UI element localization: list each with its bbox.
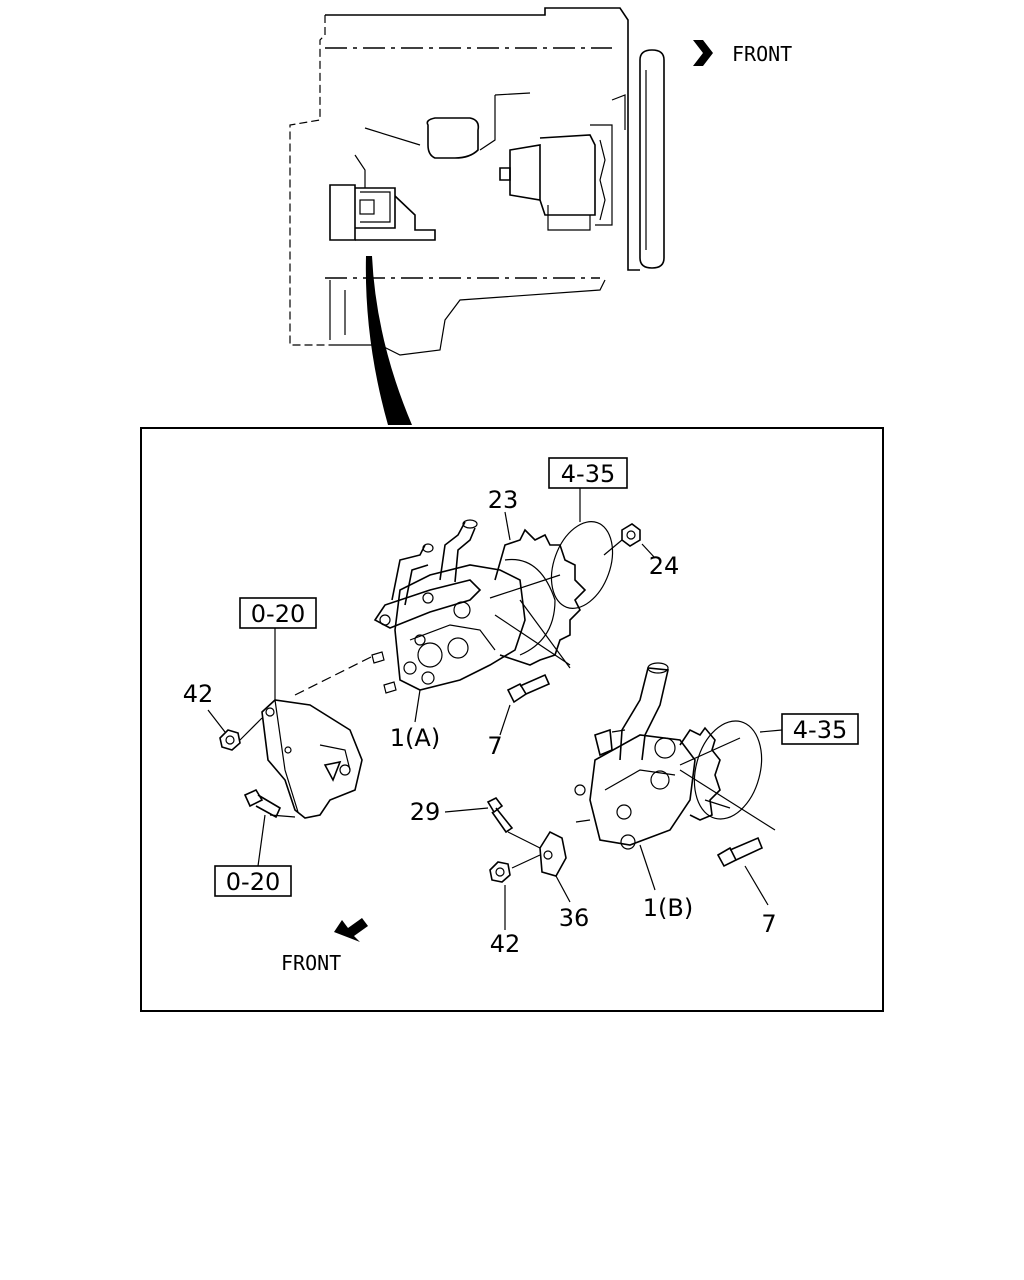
nut-42-left xyxy=(207,709,263,751)
washer-24 xyxy=(603,523,656,559)
front-arrow-top: FRONT xyxy=(693,40,792,66)
bolt-7-top xyxy=(499,673,551,736)
engine-overview xyxy=(289,7,665,356)
svg-text:4-35: 4-35 xyxy=(793,716,847,744)
bolt-29 xyxy=(444,796,541,849)
plate-36 xyxy=(539,830,571,903)
callout-23: 23 xyxy=(488,486,519,514)
callout-7-bottom: 7 xyxy=(761,910,776,938)
callout-1b: 1(B) xyxy=(643,894,693,922)
svg-text:0-20: 0-20 xyxy=(251,600,305,628)
callout-1a: 1(A) xyxy=(390,724,440,752)
bolt-7-bottom xyxy=(716,836,769,906)
callout-7-top: 7 xyxy=(487,732,502,760)
detail-frame xyxy=(140,427,884,1012)
callout-42-left: 42 xyxy=(183,680,214,708)
ref-box-4-35-right: 4-35 xyxy=(781,713,859,745)
front-label-top: FRONT xyxy=(732,42,792,66)
front-arrow-bottom: FRONT xyxy=(281,918,368,975)
svg-text:4-35: 4-35 xyxy=(561,460,615,488)
ref-box-4-35-top: 4-35 xyxy=(548,457,628,489)
arrow-right-icon xyxy=(693,40,713,66)
pump-1b xyxy=(574,662,776,850)
callout-24: 24 xyxy=(649,552,680,580)
front-label-bottom: FRONT xyxy=(281,951,341,975)
ref-box-0-20-bottom: 0-20 xyxy=(214,865,292,897)
magnify-pointer xyxy=(365,256,412,425)
bolt-0-20 xyxy=(243,788,282,867)
mounting-bracket xyxy=(261,628,376,819)
arrow-down-left-icon xyxy=(334,918,368,942)
svg-text:0-20: 0-20 xyxy=(226,868,280,896)
nut-42-bottom xyxy=(489,854,541,930)
pump-1a xyxy=(371,519,614,694)
callout-42-bottom: 42 xyxy=(490,930,521,958)
ref-box-0-20-top: 0-20 xyxy=(239,597,317,629)
callout-36: 36 xyxy=(559,904,590,932)
callout-29: 29 xyxy=(410,798,441,826)
